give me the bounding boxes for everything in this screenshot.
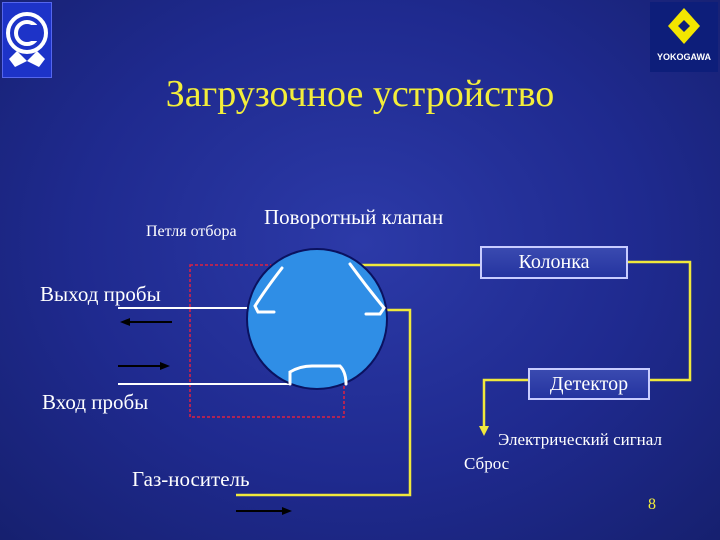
rotary-valve	[246, 248, 388, 390]
column-box: Колонка	[480, 246, 628, 279]
vent-label: Сброс	[464, 454, 510, 473]
carrier-gas-line	[236, 308, 412, 497]
sample-out-label: Выход пробы	[40, 282, 161, 306]
left-logo	[2, 2, 52, 78]
right-logo	[650, 2, 718, 72]
carrier-gas-label: Газ-носитель	[132, 467, 250, 491]
sample-in-arrow	[118, 362, 170, 370]
valve-channel-left	[253, 266, 284, 314]
carrier-gas-arrow	[236, 507, 292, 515]
column-to-detector-line	[627, 260, 692, 382]
valve-channel-right	[348, 262, 386, 316]
sample-in-label: Вход пробы	[42, 390, 149, 414]
sample-out-arrow	[120, 318, 172, 326]
electric-signal-label: Электрический сигнал	[498, 430, 662, 449]
detector-box: Детектор	[528, 368, 650, 400]
slide-title: Загрузочное устройство	[165, 73, 555, 115]
sample-loop-label: Петля отбора	[146, 223, 237, 240]
yokogawa-diamond-icon	[668, 8, 700, 44]
detector-label: Детектор	[549, 373, 629, 395]
page-number: 8	[648, 496, 656, 513]
emblem-icon	[6, 12, 48, 67]
column-label: Колонка	[518, 251, 590, 273]
rotary-valve-label: Поворотный клапан	[264, 205, 444, 229]
valve-channel-bottom	[288, 364, 348, 386]
vent-arrowhead	[479, 426, 489, 436]
yokogawa-logo-text: YOKOGAWA	[656, 52, 711, 62]
detector-to-vent-line	[482, 378, 528, 428]
